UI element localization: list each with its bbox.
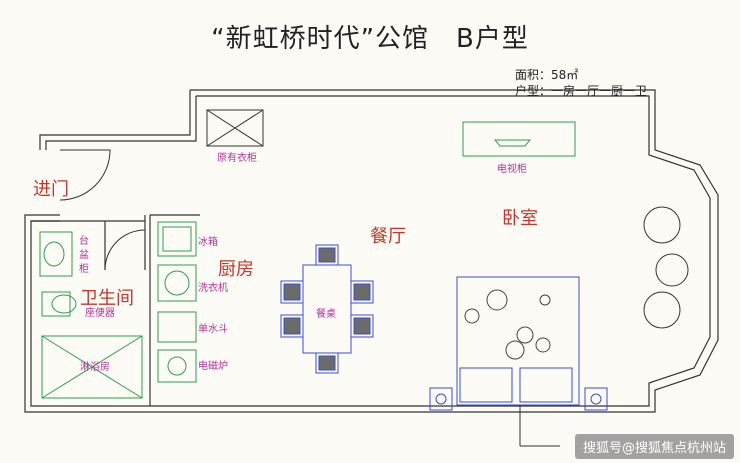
layout-info: 户型：一房一厅一厨一卫 — [515, 84, 648, 98]
kitchen-fixtures — [157, 221, 197, 383]
bed — [429, 276, 608, 411]
bathroom-door — [104, 229, 146, 271]
bathroom-label: 卫生间 — [80, 288, 134, 309]
area-info: 面积：58㎡ — [515, 68, 579, 82]
shower-label: 淋浴房 — [80, 362, 110, 373]
walls — [24, 89, 719, 413]
plan-title: “新虹桥时代”公馆 B户型 — [211, 24, 529, 54]
washer-label: 洗衣机 — [198, 283, 228, 294]
sink-label: 单水斗 — [198, 324, 228, 335]
bath-fixtures — [39, 231, 143, 399]
wardrobe-label: 原有衣柜 — [217, 153, 257, 164]
entrance-door — [59, 149, 111, 201]
stove-label: 电磁炉 — [198, 361, 228, 372]
bay-chairs — [643, 206, 689, 329]
entrance-label: 进门 — [33, 179, 69, 200]
basin-cabinet-label: 台盆柜 — [79, 236, 89, 275]
tv-cabinet-label: 电视柜 — [497, 164, 527, 175]
bedroom-label: 卧室 — [502, 208, 538, 229]
dining-set — [280, 244, 374, 374]
tv-cabinet — [462, 121, 576, 157]
table-label: 餐桌 — [316, 309, 336, 320]
watermark: 搜狐号@搜狐焦点杭州站 — [574, 434, 734, 459]
wardrobe — [206, 109, 264, 147]
dining-label: 餐厅 — [370, 226, 406, 247]
kitchen-label: 厨房 — [218, 259, 254, 280]
fridge-label: 冰箱 — [198, 237, 218, 248]
toilet-label: 座便器 — [85, 308, 115, 319]
